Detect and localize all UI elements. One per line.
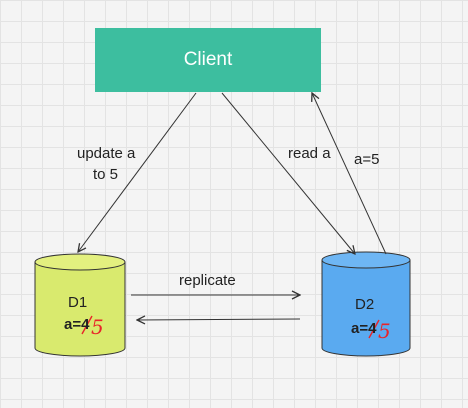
update-label-line2: to 5: [93, 166, 119, 183]
d2-label: D2: [355, 296, 375, 313]
d2-new-value: 5: [378, 319, 391, 343]
d1-value: a=4: [64, 316, 90, 333]
database-d1[interactable]: [34, 253, 126, 357]
database-d2[interactable]: [321, 251, 411, 357]
client-node[interactable]: Client: [95, 28, 321, 92]
d1-label: D1: [68, 294, 88, 311]
d1-strike-mark: [81, 315, 93, 335]
replicate-label: replicate: [179, 272, 236, 289]
d2-strike-mark: [368, 319, 380, 339]
d1-new-value: 5: [91, 315, 104, 339]
response-label: a=5: [354, 151, 380, 168]
read-label: read a: [288, 145, 331, 162]
update-label-line1: update a: [77, 145, 136, 162]
update-arrow: [78, 92, 197, 252]
d2-value: a=4: [351, 320, 377, 337]
client-label: Client: [183, 49, 233, 70]
response-arrow: [312, 93, 387, 255]
replicate-back-arrow: [137, 319, 301, 320]
read-arrow: [221, 92, 355, 254]
